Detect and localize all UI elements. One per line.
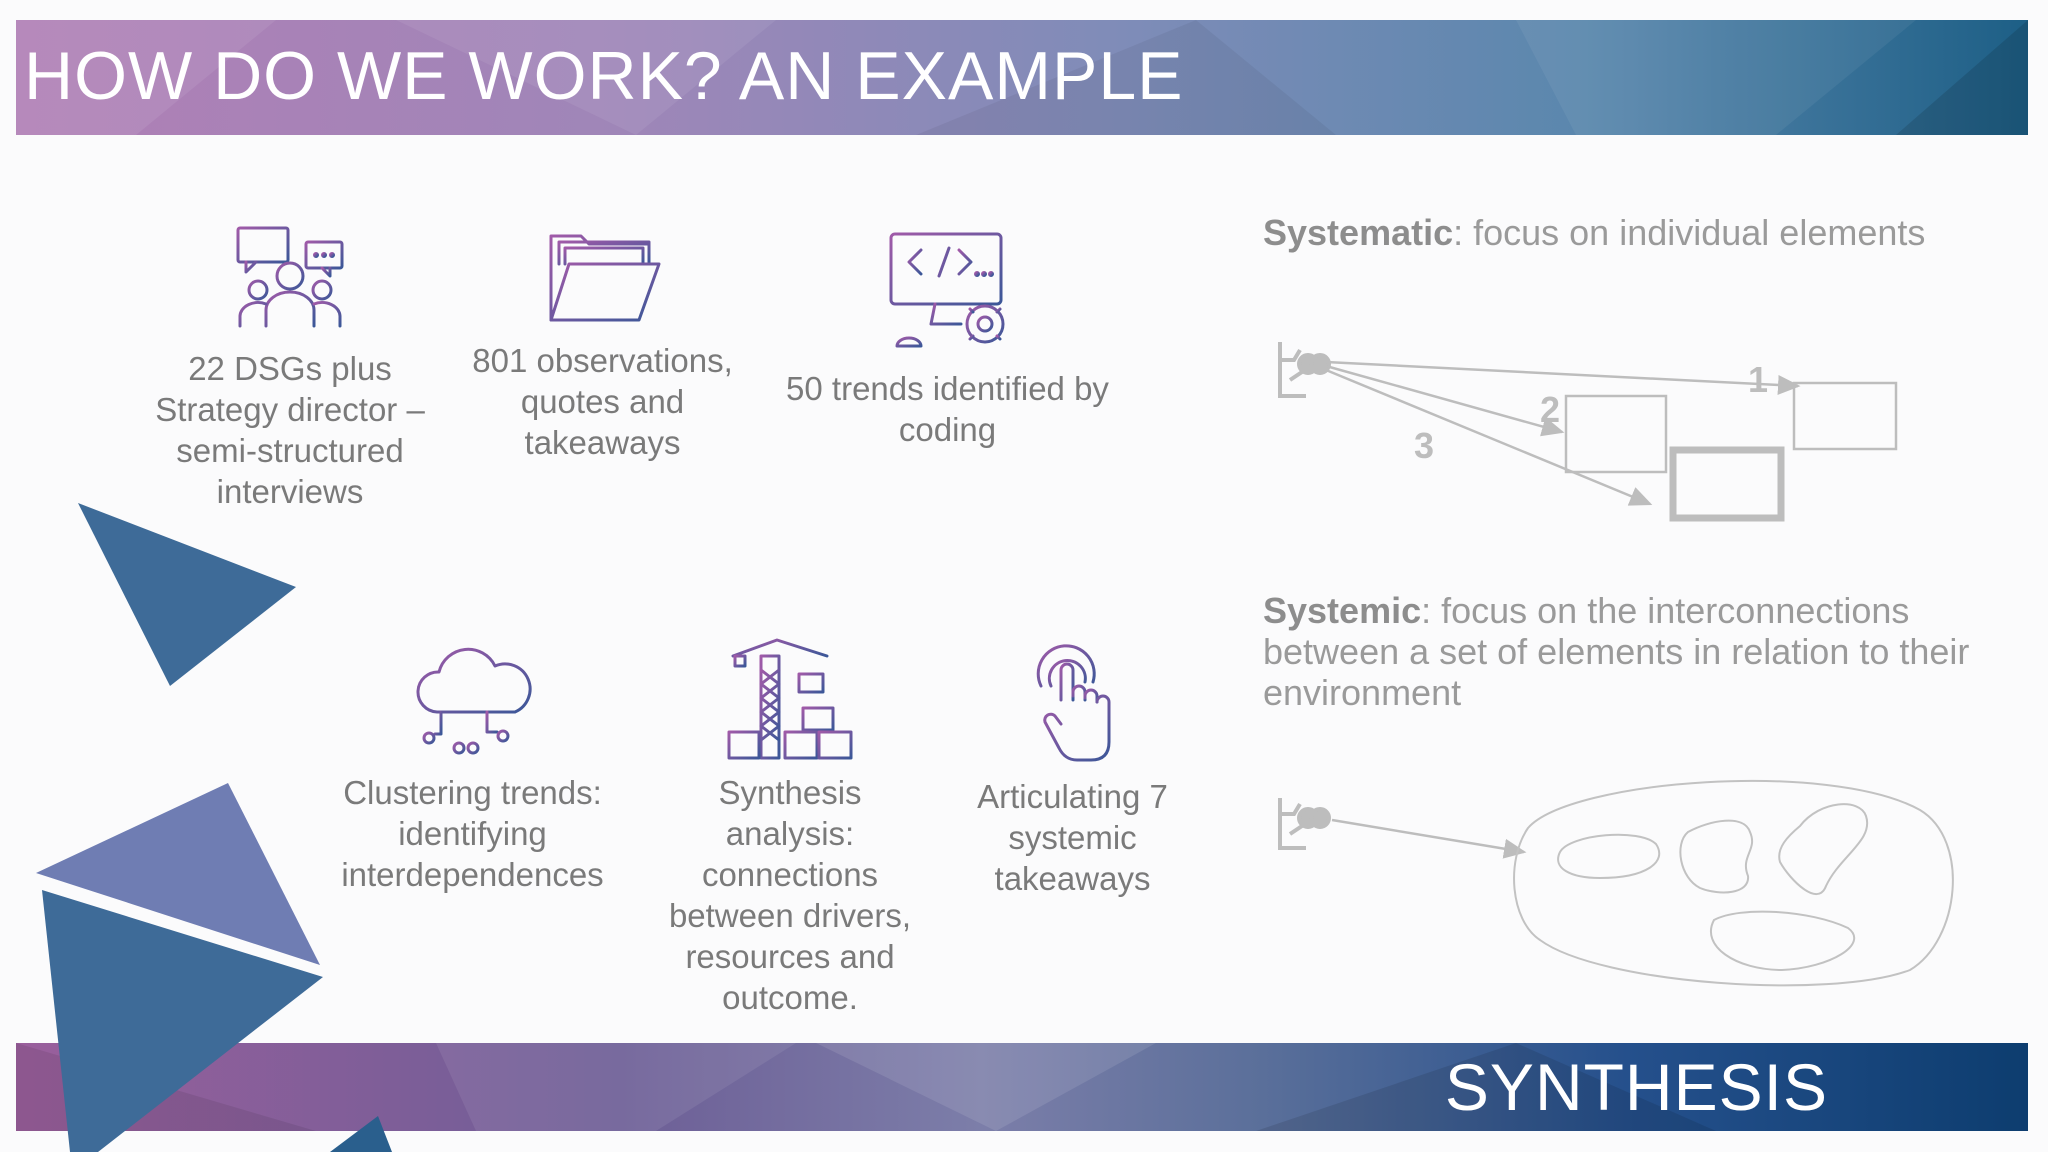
arrow-2 bbox=[1325, 364, 1565, 437]
slide-title: HOW DO WE WORK? AN EXAMPLE bbox=[24, 38, 1184, 114]
arrow-to-system bbox=[1331, 818, 1527, 859]
element-box-1 bbox=[1792, 381, 1898, 451]
systemic-term: Systemic bbox=[1263, 590, 1422, 631]
header-band: HOW DO WE WORK? AN EXAMPLE bbox=[16, 20, 2028, 135]
step-synthesis-analysis: Synthesis analysis: connections between … bbox=[655, 636, 925, 1018]
label-2: 2 bbox=[1540, 389, 1560, 430]
header-decorative-facets bbox=[16, 20, 2028, 135]
systemic-description: Systemic: focus on the interconnections … bbox=[1263, 590, 1983, 713]
systemic-diagram bbox=[1278, 779, 1954, 987]
systematic-description: Systematic: focus on individual elements bbox=[1263, 212, 1983, 253]
step-text: Clustering trends: identifying interdepe… bbox=[341, 774, 604, 893]
section-label: SYNTHESIS bbox=[1444, 1050, 1828, 1124]
actor-figure-icon bbox=[1278, 342, 1331, 398]
folder-icon bbox=[549, 234, 660, 322]
triangle-shape bbox=[330, 1116, 392, 1152]
element-box-2 bbox=[1564, 394, 1668, 474]
system-element-4 bbox=[1710, 910, 1856, 972]
construction-crane-icon bbox=[727, 638, 853, 760]
step-clustering: Clustering trends: identifying interdepe… bbox=[315, 640, 630, 895]
element-box-3 bbox=[1669, 446, 1785, 522]
triangle-shape bbox=[36, 783, 320, 965]
touch-hand-icon bbox=[1036, 644, 1110, 762]
step-observations: 801 observations, quotes and takeaways bbox=[440, 220, 765, 463]
system-element-3 bbox=[1778, 803, 1869, 895]
people-discussion-icon bbox=[236, 226, 344, 328]
arrow-1 bbox=[1325, 360, 1801, 395]
step-text: 50 trends identified by coding bbox=[786, 370, 1109, 448]
system-environment-outline bbox=[1513, 779, 1954, 987]
label-1: 1 bbox=[1748, 359, 1768, 400]
actor-figure-icon bbox=[1278, 798, 1331, 850]
system-element-1 bbox=[1557, 833, 1661, 880]
computer-code-gear-icon bbox=[889, 232, 1008, 348]
systematic-diagram: 1 2 3 bbox=[1278, 342, 1898, 522]
system-element-2 bbox=[1679, 819, 1753, 894]
step-text: Articulating 7 systemic takeaways bbox=[977, 778, 1168, 897]
step-interviews: 22 DSGs plus Strategy director – semi-st… bbox=[140, 218, 440, 512]
systematic-text: : focus on individual elements bbox=[1453, 212, 1926, 253]
arrow-3 bbox=[1325, 368, 1653, 506]
footer-band: SYNTHESIS bbox=[16, 1043, 2028, 1131]
step-articulating-takeaways: Articulating 7 systemic takeaways bbox=[955, 642, 1190, 899]
systematic-term: Systematic bbox=[1263, 212, 1454, 253]
step-text: 22 DSGs plus Strategy director – semi-st… bbox=[155, 350, 425, 510]
label-3: 3 bbox=[1414, 425, 1434, 466]
systemic-text: : focus on the interconnections between … bbox=[1263, 590, 1970, 713]
step-trends-coding: 50 trends identified by coding bbox=[785, 228, 1110, 450]
triangle-shape bbox=[78, 503, 296, 686]
step-text: 801 observations, quotes and takeaways bbox=[472, 342, 733, 461]
cloud-network-icon bbox=[415, 647, 532, 755]
triangle-shape bbox=[42, 890, 323, 1152]
step-text: Synthesis analysis: connections between … bbox=[668, 774, 912, 1016]
